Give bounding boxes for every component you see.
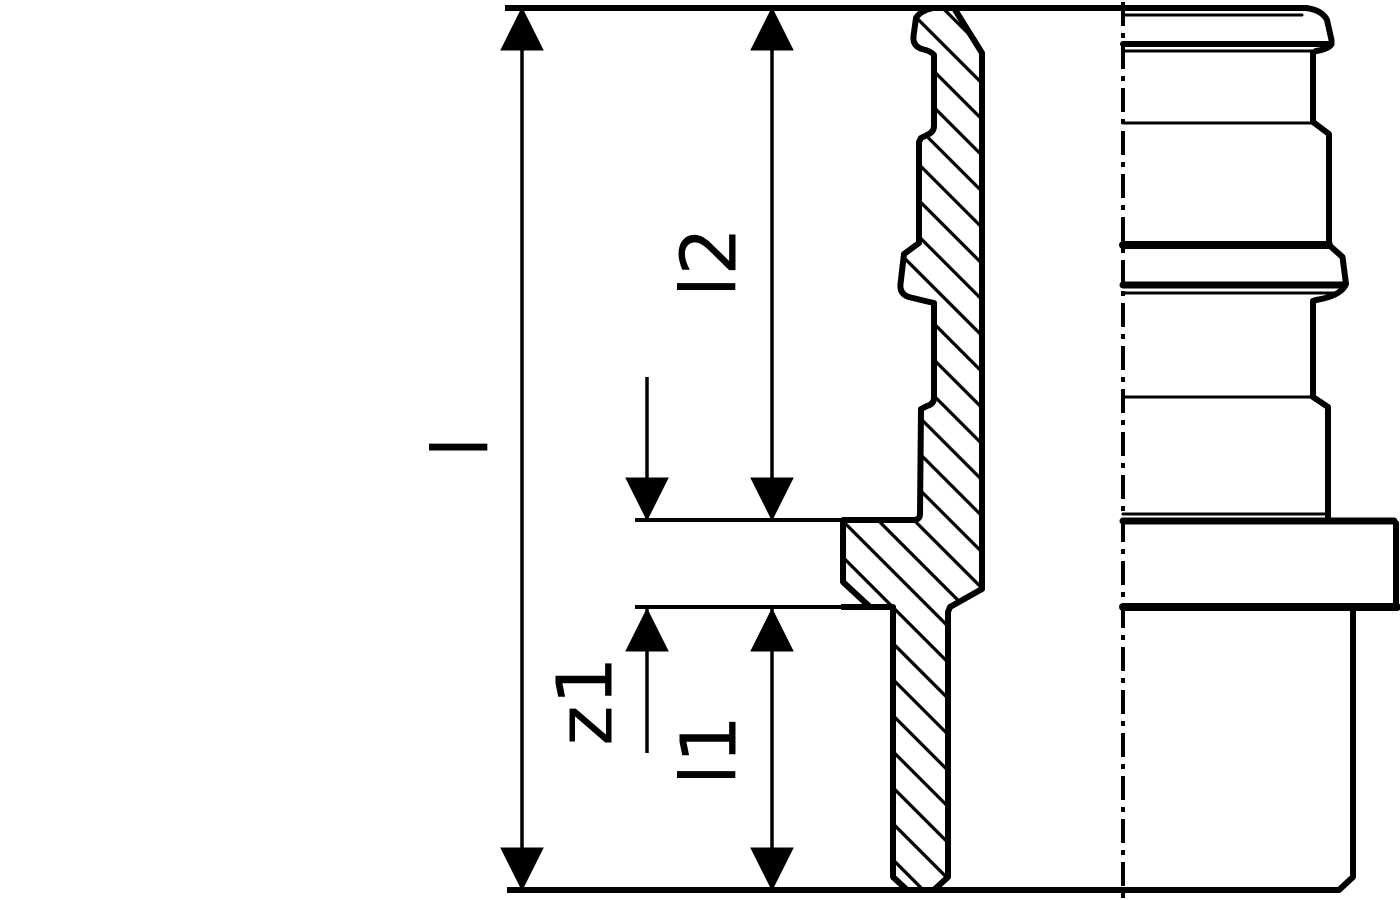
right-silhouette-upper xyxy=(1120,5,1349,520)
external-outline-right xyxy=(1119,5,1400,893)
right-silhouette-lower xyxy=(1336,607,1356,893)
dimension-lines xyxy=(500,6,794,892)
left-wall-section-profile xyxy=(840,5,985,893)
dim-label-l2: l2 xyxy=(666,227,755,297)
arrowhead-up-icon xyxy=(750,607,794,652)
arrowhead-up-icon xyxy=(750,6,794,51)
edge-and-extension-lines xyxy=(505,5,1339,893)
arrowhead-down-icon xyxy=(500,847,544,892)
dim-label-l: l xyxy=(418,436,507,457)
arrowhead-down-icon xyxy=(750,477,794,522)
dimension-l2 xyxy=(750,6,794,522)
dimension-labels: l l2 z1 l1 xyxy=(418,227,755,785)
arrowhead-up-icon xyxy=(500,6,544,51)
dimension-l xyxy=(500,6,544,892)
dimension-l1 xyxy=(750,607,794,892)
dim-label-z1: z1 xyxy=(542,656,631,745)
dimension-z1 xyxy=(625,377,669,753)
arrowhead-up-icon xyxy=(625,607,669,652)
dim-label-l1: l1 xyxy=(666,715,755,785)
arrowhead-down-icon xyxy=(750,847,794,892)
arrowhead-down-icon xyxy=(625,477,669,522)
sectioned-left-wall xyxy=(840,5,985,893)
